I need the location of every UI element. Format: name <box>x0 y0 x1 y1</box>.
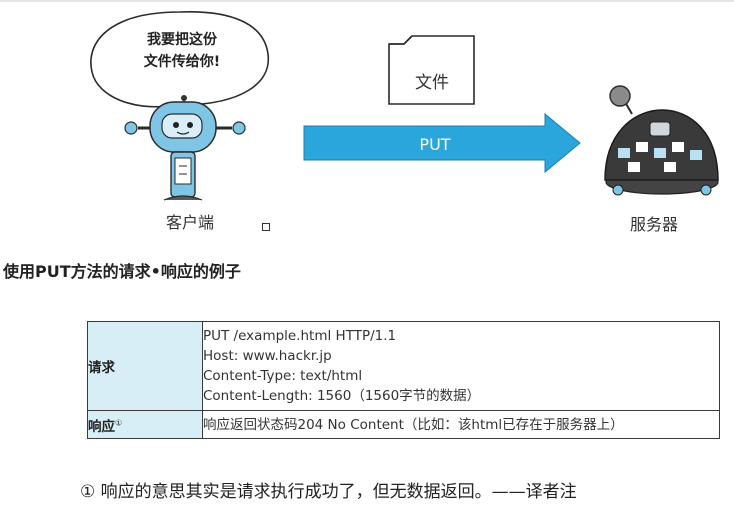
put-arrow <box>303 112 581 174</box>
request-line: Content-Type: text/html <box>203 368 363 384</box>
put-arrow-label: PUT <box>419 135 451 154</box>
request-content: PUT /example.html HTTP/1.1 Host: www.hac… <box>202 321 720 411</box>
speech-bubble-line-2: 文件传给你! <box>143 54 221 70</box>
small-square-marker <box>262 223 270 231</box>
response-row: 响应① 响应返回状态码204 No Content（比如：该html已存在于服务… <box>87 410 720 439</box>
figure-caption: 使用PUT方法的请求•响应的例子 <box>3 262 241 281</box>
response-label-cell: 响应① <box>87 410 203 439</box>
file-folder-icon <box>388 35 475 105</box>
request-line: Content-Length: 1560（1560字节的数据） <box>203 388 481 404</box>
speech-bubble-line-1: 我要把这份 <box>147 32 217 48</box>
request-row: 请求 PUT /example.html HTTP/1.1 Host: www.… <box>87 321 720 411</box>
client-label: 客户端 <box>166 213 215 232</box>
response-footnote-marker: ① <box>115 418 123 427</box>
server-label: 服务器 <box>630 215 679 234</box>
request-response-table: 请求 PUT /example.html HTTP/1.1 Host: www.… <box>87 321 720 439</box>
diagram-illustration <box>90 11 719 201</box>
response-content: 响应返回状态码204 No Content（比如：该html已存在于服务器上） <box>202 410 720 439</box>
request-line: PUT /example.html HTTP/1.1 <box>203 328 397 344</box>
speech-bubble-text: 我要把这份 文件传给你! <box>122 29 242 73</box>
request-line: Host: www.hackr.jp <box>203 348 332 364</box>
top-divider <box>0 0 734 2</box>
file-label: 文件 <box>415 73 449 93</box>
client-robot-icon <box>124 95 246 201</box>
request-label: 请求 <box>87 321 203 411</box>
response-label: 响应 <box>88 418 115 435</box>
put-diagram: 我要把这份 文件传给你! 文件 PUT 客户端 服务器 <box>0 2 734 242</box>
translator-note: ① 响应的意思其实是请求执行成功了，但无数据返回。——译者注 <box>80 482 577 502</box>
server-robot-icon <box>604 85 719 196</box>
